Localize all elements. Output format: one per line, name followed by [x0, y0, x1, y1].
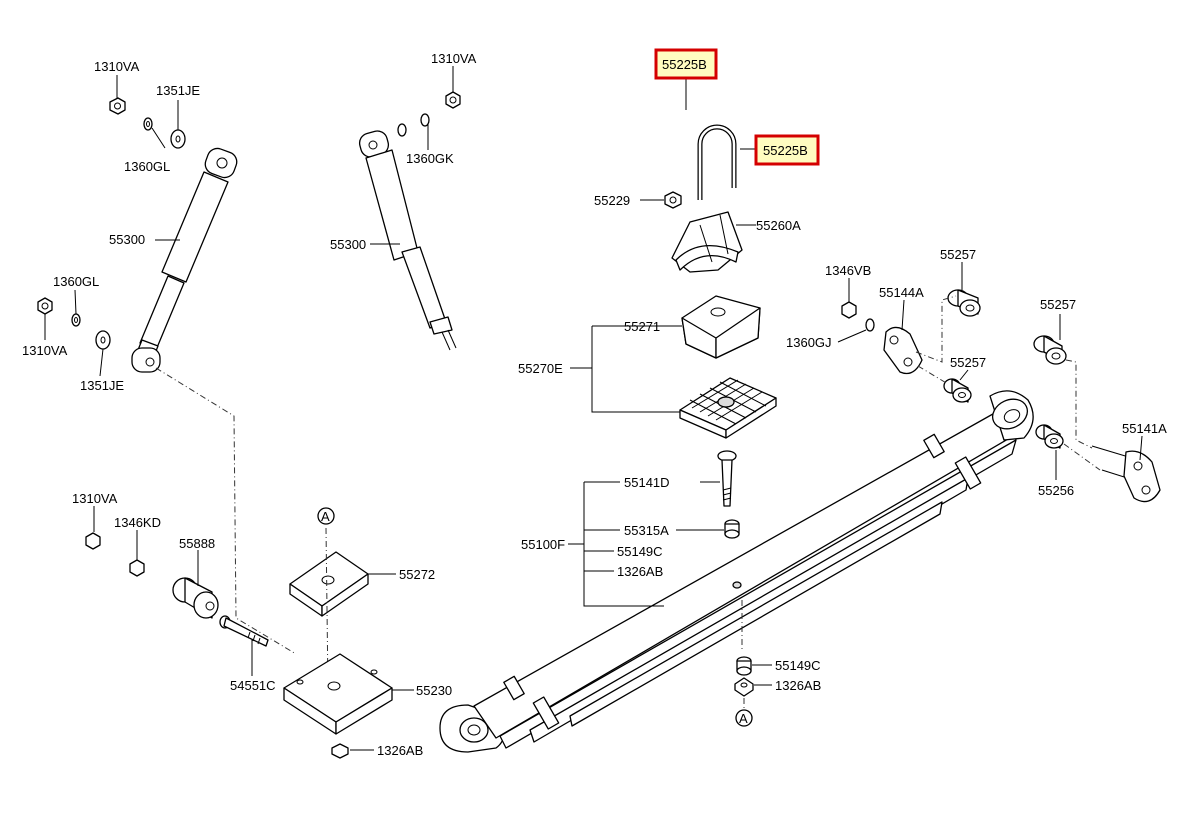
bush-55257-shackle[interactable]: [1033, 335, 1067, 365]
washer-1360gl-bottom-left[interactable]: [71, 313, 81, 327]
label-55144a: 55144A: [879, 285, 924, 300]
label-55315a: 55315A: [624, 523, 669, 538]
label-1326ab-c: 1326AB: [377, 743, 423, 758]
label-55149c-a: 55149C: [617, 544, 663, 559]
stopper-55888[interactable]: [172, 577, 219, 619]
nut-1310va-top-left[interactable]: [109, 97, 126, 115]
nut-1310va-bottom-left[interactable]: [37, 297, 53, 315]
ref-mark-a-top: A: [317, 507, 335, 525]
label-1310va-d: 1310VA: [72, 491, 118, 506]
shackle-55141a[interactable]: [1091, 445, 1161, 503]
bush-55257-mid[interactable]: [943, 378, 972, 403]
washer-1360gk-right-a[interactable]: [397, 123, 407, 137]
label-55260a: 55260A: [756, 218, 801, 233]
washer-1360gk-right-b[interactable]: [420, 113, 430, 127]
spacer-55315a[interactable]: [724, 519, 740, 539]
nut-1326ab-seat[interactable]: [331, 743, 349, 759]
center-bolt-55141d[interactable]: [717, 450, 737, 507]
nut-1326ab-bottom[interactable]: [734, 677, 754, 697]
label-1360gl-a: 1360GL: [124, 159, 170, 174]
label-1326ab-a: 1326AB: [617, 564, 663, 579]
bolt-1346kd[interactable]: [129, 559, 145, 577]
label-1310va-c: 1310VA: [431, 51, 477, 66]
leaf-spring-55100f[interactable]: [439, 390, 1034, 753]
label-54551c: 54551C: [230, 678, 276, 693]
label-55270e: 55270E: [518, 361, 563, 376]
label-55300-b: 55300: [330, 237, 366, 252]
seat-lower-55230[interactable]: [283, 653, 393, 735]
nut-1310va-top-right[interactable]: [445, 91, 461, 109]
label-1310va-a: 1310VA: [94, 59, 140, 74]
label-55141d: 55141D: [624, 475, 670, 490]
ref-mark-a-top-text: A: [321, 509, 330, 524]
label-55257-a: 55257: [940, 247, 976, 262]
label-55230: 55230: [416, 683, 452, 698]
collar-55149c-bottom[interactable]: [736, 656, 752, 676]
label-55225b-top: 55225B: [662, 57, 707, 72]
ref-mark-a-bottom-text: A: [739, 711, 748, 726]
shock-absorber-right[interactable]: [357, 129, 457, 351]
ubolt-callout-top[interactable]: 55225B: [654, 48, 718, 80]
label-55300-a: 55300: [109, 232, 145, 247]
washer-1351je-bottom-left[interactable]: [95, 330, 111, 350]
washer-1351je-top-left[interactable]: [170, 129, 186, 149]
ubolt-callout-right[interactable]: 55225B: [754, 134, 820, 166]
bush-55256[interactable]: [1035, 424, 1064, 449]
label-55257-b: 55257: [950, 355, 986, 370]
label-1360gj: 1360GJ: [786, 335, 832, 350]
nut-1310va-lower[interactable]: [85, 532, 101, 550]
label-1351je-b: 1351JE: [80, 378, 124, 393]
pad-plate-55271[interactable]: [681, 295, 761, 359]
bush-55257-top[interactable]: [947, 289, 981, 317]
shock-absorber-left[interactable]: [131, 146, 240, 373]
bumper-stopper-55260a[interactable]: [671, 211, 743, 273]
label-55888: 55888: [179, 536, 215, 551]
label-1326ab-b: 1326AB: [775, 678, 821, 693]
pad-base[interactable]: [679, 377, 777, 439]
label-1351je-a: 1351JE: [156, 83, 200, 98]
washer-1360gj[interactable]: [865, 318, 875, 332]
label-1360gk: 1360GK: [406, 151, 454, 166]
bolt-54551c[interactable]: [219, 615, 269, 647]
seat-upper-55272[interactable]: [289, 551, 369, 617]
label-55257-c: 55257: [1040, 297, 1076, 312]
label-1360gl-b: 1360GL: [53, 274, 99, 289]
washer-1360gl-top-left[interactable]: [143, 117, 153, 131]
label-55225b-right: 55225B: [763, 143, 808, 158]
bolt-1346vb[interactable]: [841, 301, 857, 319]
label-55271: 55271: [624, 319, 660, 334]
label-55256: 55256: [1038, 483, 1074, 498]
ref-mark-a-bottom: A: [735, 709, 753, 727]
label-55149c-b: 55149C: [775, 658, 821, 673]
nut-55229[interactable]: [664, 191, 682, 209]
label-55229: 55229: [594, 193, 630, 208]
label-1346kd: 1346KD: [114, 515, 161, 530]
bracket-55144a[interactable]: [883, 326, 923, 375]
u-bolt-rear[interactable]: [666, 109, 704, 196]
label-55141a: 55141A: [1122, 421, 1167, 436]
label-1346vb: 1346VB: [825, 263, 871, 278]
label-1310va-b: 1310VA: [22, 343, 68, 358]
u-bolt-front[interactable]: [697, 124, 737, 200]
label-55100f: 55100F: [521, 537, 565, 552]
label-55272: 55272: [399, 567, 435, 582]
